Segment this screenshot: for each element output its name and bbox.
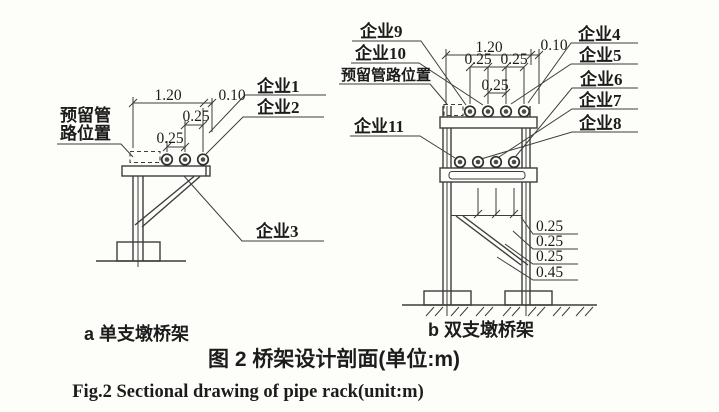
reserved-label-a-line2: 路位置 (60, 123, 111, 143)
dimension-lines-a (128, 97, 217, 152)
pipe-symbol (178, 153, 192, 166)
pier-centerlines-b (446, 106, 527, 316)
ground-hatch-b (425, 306, 594, 317)
cantilever-beam-a (121, 165, 211, 177)
dim-gap-left-b: 0.25 (464, 51, 491, 68)
pipe-symbol (481, 105, 495, 118)
pipe-symbol (471, 155, 485, 169)
dim-gap-right-b: 0.25 (500, 51, 527, 68)
dim-gap-mid-b: 0.25 (481, 77, 508, 94)
drawing-a: 预留管 路位置 企业1 企业2 企业3 1.20 0.10 0.25 0.25 (57, 76, 326, 267)
dim-gap-lower-a: 0.25 (156, 130, 183, 147)
dim-gap-upper-a: 0.25 (182, 108, 209, 125)
label-enterprise-6: 企业6 (579, 69, 623, 89)
figure-caption-english: Fig.2 Sectional drawing of pipe rack(uni… (72, 382, 424, 402)
dim-overall-b: 1.20 (475, 39, 502, 56)
pipes-b-second (453, 155, 521, 169)
pipes-b-top (463, 105, 531, 118)
label-enterprise-9: 企业9 (359, 21, 403, 41)
label-enterprise-7: 企业7 (578, 90, 622, 110)
label-enterprise-2: 企业2 (256, 97, 300, 117)
dim-vertical-3: 0.25 (536, 248, 563, 265)
vertical-dim-leaders-b (496, 216, 578, 281)
pipe-symbol (507, 155, 521, 169)
reserved-label-a-line1: 预留管 (60, 105, 111, 125)
dim-vertical-4: 0.45 (536, 264, 563, 281)
label-leaders-b-right (480, 42, 638, 160)
label-enterprise-8: 企业8 (578, 113, 622, 133)
pipes-a (160, 153, 210, 166)
pipe-symbol (160, 153, 174, 166)
label-leaders-a (57, 94, 326, 242)
hanger-ticks-b (473, 209, 519, 219)
reserved-label-b: 预留管路位置 (341, 66, 431, 84)
label-enterprise-5: 企业5 (578, 45, 622, 65)
dim-edge-b: 0.10 (540, 37, 567, 54)
top-beam-b (439, 116, 538, 129)
label-enterprise-11: 企业11 (353, 116, 404, 136)
dim-vertical-1: 0.25 (536, 218, 563, 235)
diagonal-brace-a (134, 175, 201, 228)
second-beam-detail-b (448, 171, 526, 180)
label-enterprise-10: 企业10 (354, 43, 406, 63)
pier-columns-b (442, 106, 531, 305)
pipe-symbol (517, 105, 531, 118)
second-beam-b (439, 167, 538, 183)
label-leaders-b-left (339, 40, 484, 159)
reserved-pipe-slot-b (443, 103, 464, 117)
caption-drawing-a: a 单支墩桥架 (84, 323, 189, 344)
pipe-symbol (499, 105, 513, 118)
label-enterprise-4: 企业4 (577, 24, 621, 44)
dim-vertical-2: 0.25 (536, 233, 563, 250)
drawing-b: 企业9 企业10 预留管路位置 企业11 企业4 企业5 企业6 企业7 企业8… (339, 21, 638, 317)
structure-a (96, 150, 211, 267)
footing-b-right (504, 290, 553, 306)
label-enterprise-3: 企业3 (255, 221, 299, 241)
pipe-symbol (489, 155, 503, 169)
label-enterprise-1: 企业1 (256, 76, 300, 96)
caption-drawing-b: b 双支墩桥架 (428, 319, 534, 340)
reserved-pipe-slot-a (129, 150, 161, 164)
dim-edge-a: 0.10 (218, 87, 245, 104)
pipe-symbol (463, 105, 477, 118)
dim-overall-a: 1.20 (154, 87, 181, 104)
pipe-symbol (196, 153, 210, 166)
structure-b (402, 103, 597, 317)
pipe-symbol (453, 155, 467, 169)
hanger-lines-b (477, 188, 515, 215)
diagonal-brace-b (455, 215, 529, 266)
figure-caption-chinese: 图 2 桥架设计剖面(单位:m) (208, 347, 460, 371)
